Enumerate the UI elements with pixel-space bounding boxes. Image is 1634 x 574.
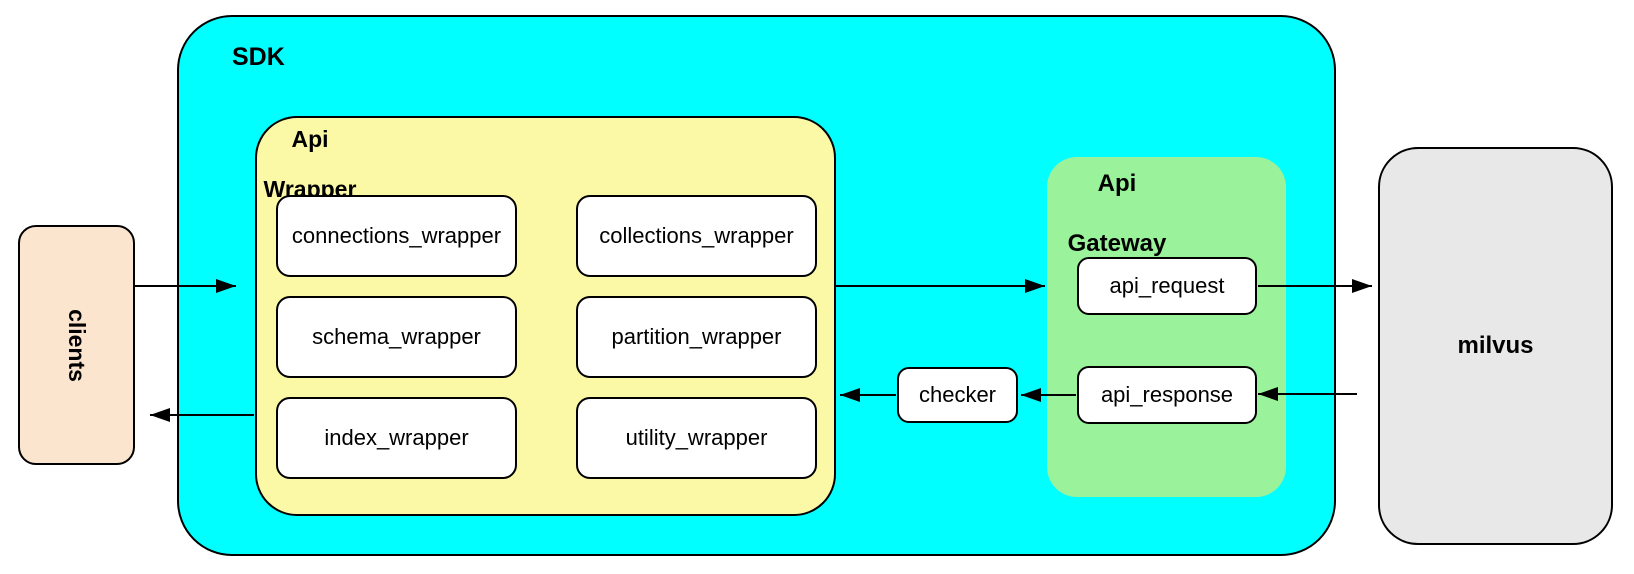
api-request-node: api_request: [1077, 257, 1257, 315]
api-gateway-container: [1047, 157, 1286, 497]
utility-wrapper-node: utility_wrapper: [576, 397, 817, 479]
clients-label: clients: [64, 308, 90, 382]
api-gateway-label: Api Gateway: [1067, 170, 1167, 257]
partition-wrapper-node: partition_wrapper: [576, 296, 817, 378]
api-response-node: api_response: [1077, 366, 1257, 424]
index-wrapper-node: index_wrapper: [276, 397, 517, 479]
checker-node: checker: [897, 367, 1018, 423]
milvus-node: milvus: [1378, 147, 1613, 545]
api-wrapper-label: Api Wrapper: [263, 126, 357, 202]
clients-node: clients: [18, 225, 135, 465]
collections-wrapper-node: collections_wrapper: [576, 195, 817, 277]
schema-wrapper-node: schema_wrapper: [276, 296, 517, 378]
connections-wrapper-node: connections_wrapper: [276, 195, 517, 277]
sdk-label: SDK: [232, 43, 285, 71]
